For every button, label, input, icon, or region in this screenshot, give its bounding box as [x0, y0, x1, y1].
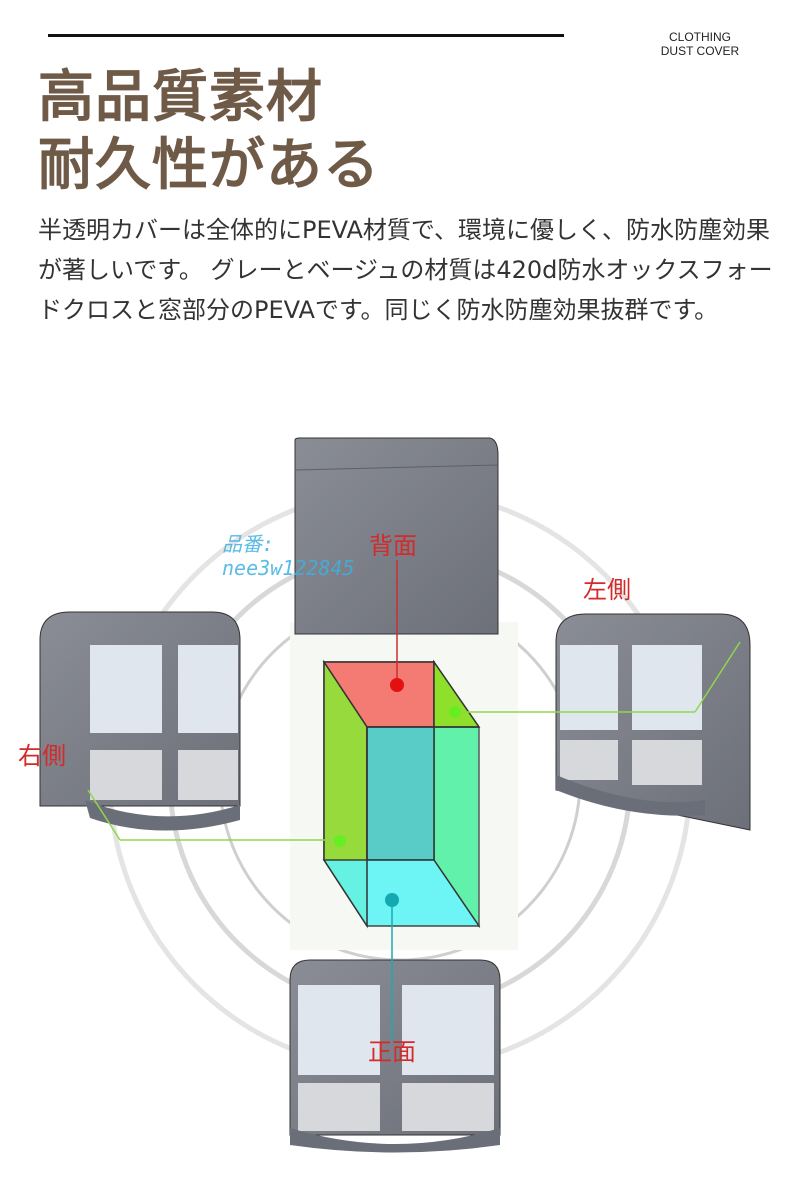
headline-line2: 耐久性がある: [38, 133, 380, 198]
label-left: 左側: [583, 576, 631, 604]
cube-diagram: [322, 659, 481, 929]
headline: 高品質素材 耐久性がある: [38, 64, 380, 200]
brand-line2: DUST COVER: [660, 44, 740, 58]
brand-line1: CLOTHING: [668, 30, 731, 44]
side-cover-photo-left: [39, 611, 241, 831]
back-cover-photo: [294, 437, 499, 635]
front-cover-photo: [289, 959, 501, 1153]
cube-face-front: [322, 859, 481, 927]
sku-value: nee3w122845: [222, 556, 355, 580]
headline-line1: 高品質素材: [38, 65, 323, 130]
header-rule: [48, 34, 564, 37]
sku-label: 品番:: [222, 532, 275, 556]
label-right: 右側: [18, 742, 66, 770]
side-cover-photo-right: [555, 613, 751, 831]
description: 半透明カバーは全体的にPEVA材質で、環境に優しく、防水防塵効果が著しいです。 …: [38, 216, 773, 324]
product-code: 品番: nee3w122845: [222, 532, 354, 580]
label-front: 正面: [368, 1038, 416, 1066]
brand-tag: CLOTHING DUST COVER: [650, 30, 750, 58]
label-back: 背面: [369, 532, 417, 560]
callout-lines: [87, 560, 741, 1040]
